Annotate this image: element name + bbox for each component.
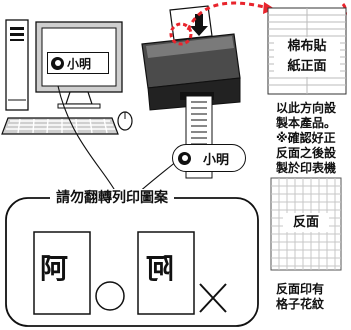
wrong-card — [137, 231, 195, 315]
printer — [141, 5, 241, 111]
keyboard — [1, 117, 119, 135]
mirrored-character: 阿 — [146, 252, 175, 285]
instruction-grid-pattern: 反面印有 格子花紋 — [276, 282, 325, 311]
connector-line — [57, 85, 119, 197]
app-icon — [51, 56, 64, 70]
cross-icon — [199, 283, 227, 313]
instruction-orientation: 以此方向設 製本產品。 ※確認好正 反面之後設 製於印表機 — [276, 101, 337, 175]
correct-character: 阿 — [40, 252, 69, 285]
back-sheet-label: 反面 — [283, 213, 329, 232]
computer-tower — [5, 19, 29, 111]
circle-icon — [95, 281, 125, 311]
notice-title: 請勿翻轉列印圖案 — [50, 189, 174, 207]
name-label: 小明 — [67, 56, 92, 71]
name-label: 小明 — [203, 152, 230, 168]
monitor-name-tag: 小明 — [47, 52, 109, 74]
printout-name-tag: 小明 — [172, 144, 246, 172]
app-icon — [178, 151, 191, 165]
mouse — [117, 111, 133, 131]
correct-card — [33, 231, 91, 315]
sticker-sheet-label: 棉布貼 紙正面 — [274, 37, 340, 77]
